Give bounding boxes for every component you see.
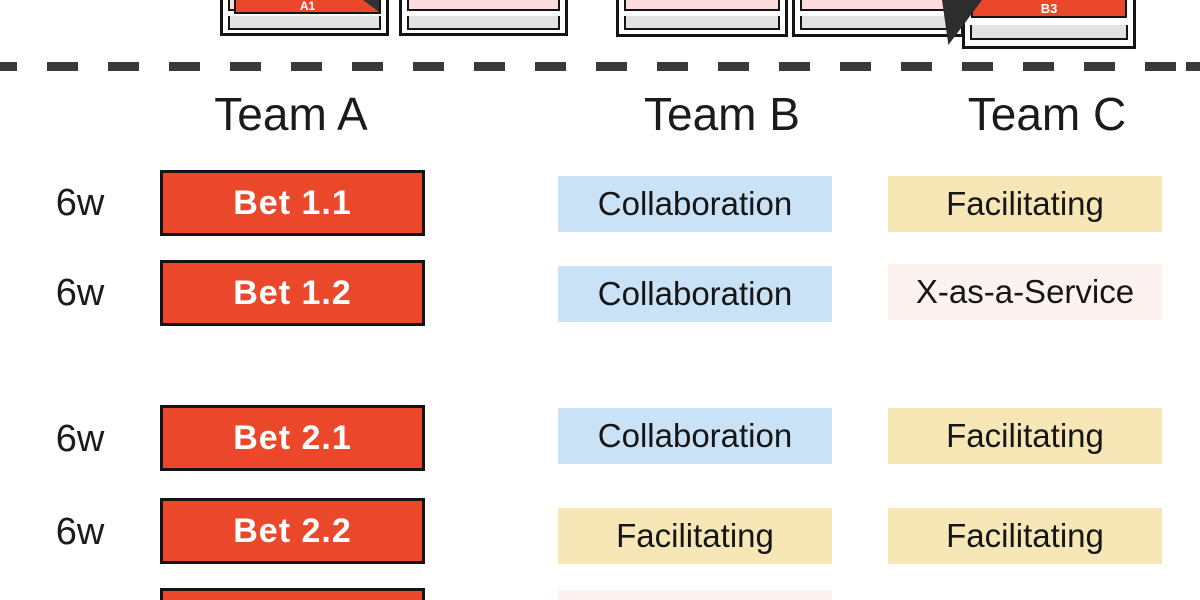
duration-label: 6w — [55, 271, 105, 314]
card-gray-bar — [624, 16, 780, 30]
team-c-mode-cell: Facilitating — [888, 408, 1162, 464]
backlog-card: A1 — [220, 0, 389, 36]
card-gray-bar — [228, 16, 381, 30]
bet-box: Bet 2.2 — [160, 498, 425, 564]
card-gray-bar — [970, 25, 1128, 40]
bet-box: Bet 1.1 — [160, 170, 425, 236]
team-b-mode-cell: Collaboration — [558, 176, 832, 232]
card-pink-bar — [800, 0, 956, 11]
card-gray-bar — [800, 16, 956, 30]
team-b-mode-cell: Collaboration — [558, 266, 832, 322]
duration-label: 6w — [55, 510, 105, 553]
backlog-card: B3 — [962, 0, 1136, 49]
team-c-mode-cell: X-as-a-Service — [888, 264, 1162, 320]
team-c-mode-cell: Facilitating — [888, 176, 1162, 232]
team-b-mode-cell-partial — [558, 590, 832, 600]
bet-box: Bet 1.2 — [160, 260, 425, 326]
duration-label: 6w — [55, 181, 105, 224]
card-gray-bar — [407, 16, 560, 30]
bet-box-partial — [160, 588, 425, 600]
card-pink-bar — [624, 0, 780, 11]
team-b-mode-cell: Collaboration — [558, 408, 832, 464]
backlog-card — [399, 0, 568, 36]
card-pink-bar — [407, 0, 560, 11]
card-label-a1: A1 — [234, 0, 381, 14]
backlog-card — [616, 0, 788, 37]
duration-label: 6w — [55, 417, 105, 460]
team-a-header: Team A — [214, 88, 368, 140]
bet-box: Bet 2.1 — [160, 405, 425, 471]
backlog-card — [792, 0, 964, 37]
team-c-mode-cell: Facilitating — [888, 508, 1162, 564]
section-divider-dashed — [0, 62, 1200, 71]
team-b-mode-cell: Facilitating — [558, 508, 832, 564]
card-label-b3: B3 — [971, 0, 1127, 18]
team-b-header: Team B — [644, 88, 800, 140]
team-c-header: Team C — [967, 88, 1127, 140]
